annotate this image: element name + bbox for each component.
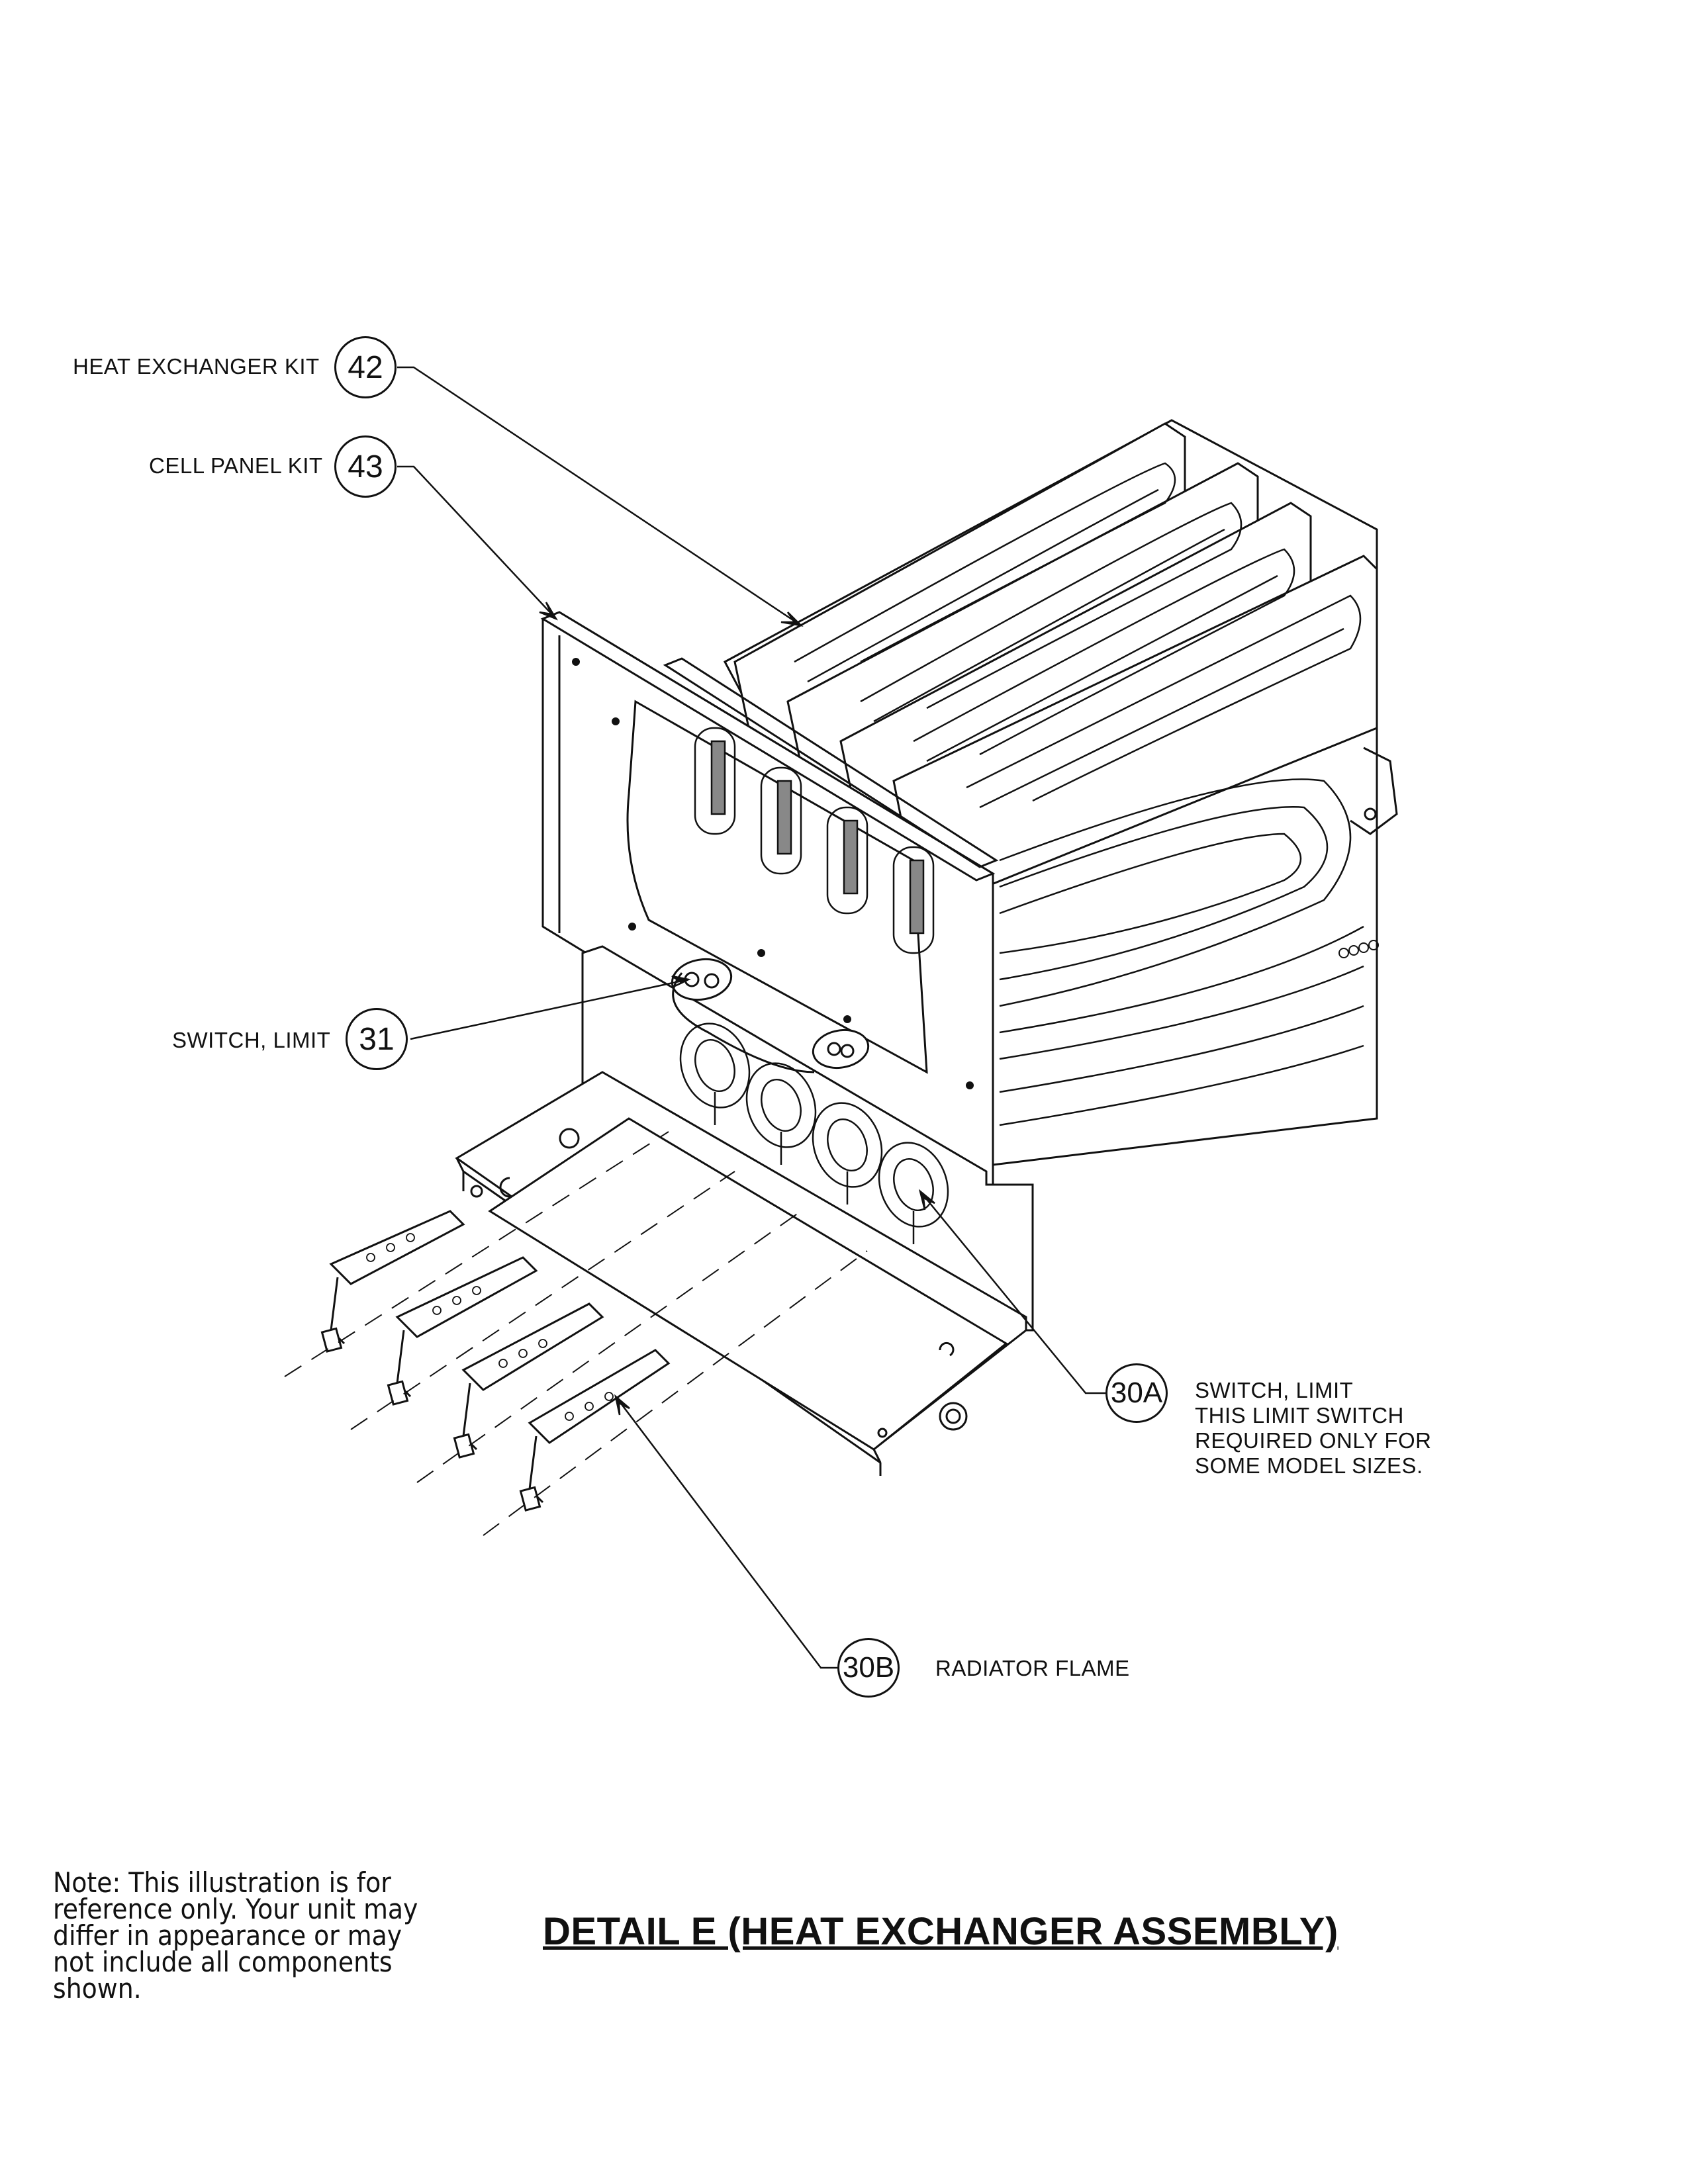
radiator-flames — [284, 1131, 868, 1536]
callout-43-bubble: 43 — [334, 435, 397, 498]
callout-31-label: SWITCH, LIMIT — [172, 1028, 331, 1052]
heat-exchanger-cells — [723, 419, 1398, 1166]
callout-30b-label: RADIATOR FLAME — [935, 1656, 1130, 1680]
callout-30b-bubble: 30B — [837, 1638, 900, 1698]
burner-assembly-plate — [455, 945, 1034, 1476]
callout-30a-line-3: REQUIRED ONLY FOR — [1195, 1428, 1432, 1453]
callout-31-bubble: 31 — [346, 1008, 408, 1070]
callout-42-bubble: 42 — [334, 336, 397, 398]
callout-30a-line-2: THIS LIMIT SWITCH — [1195, 1403, 1404, 1428]
limit-switch-31 — [671, 958, 815, 1073]
callout-30a-bubble: 30A — [1105, 1363, 1168, 1423]
callout-43-label: CELL PANEL KIT — [149, 453, 323, 478]
reference-note: Note: This illustration is for reference… — [53, 1866, 418, 2005]
leader-lines — [397, 366, 1105, 1669]
page-title: DETAIL E (HEAT EXCHANGER ASSEMBLY) — [543, 1910, 1338, 1953]
callout-30a-label: SWITCH, LIMIT THIS LIMIT SWITCH REQUIRED… — [1195, 1378, 1432, 1479]
callout-42-label: HEAT EXCHANGER KIT — [73, 354, 320, 379]
limit-switch-30a — [812, 1028, 870, 1069]
callout-30a-line-1: SWITCH, LIMIT — [1195, 1378, 1354, 1402]
callout-30a-line-4: SOME MODEL SIZES. — [1195, 1453, 1423, 1478]
cell-panel — [540, 611, 999, 1193]
